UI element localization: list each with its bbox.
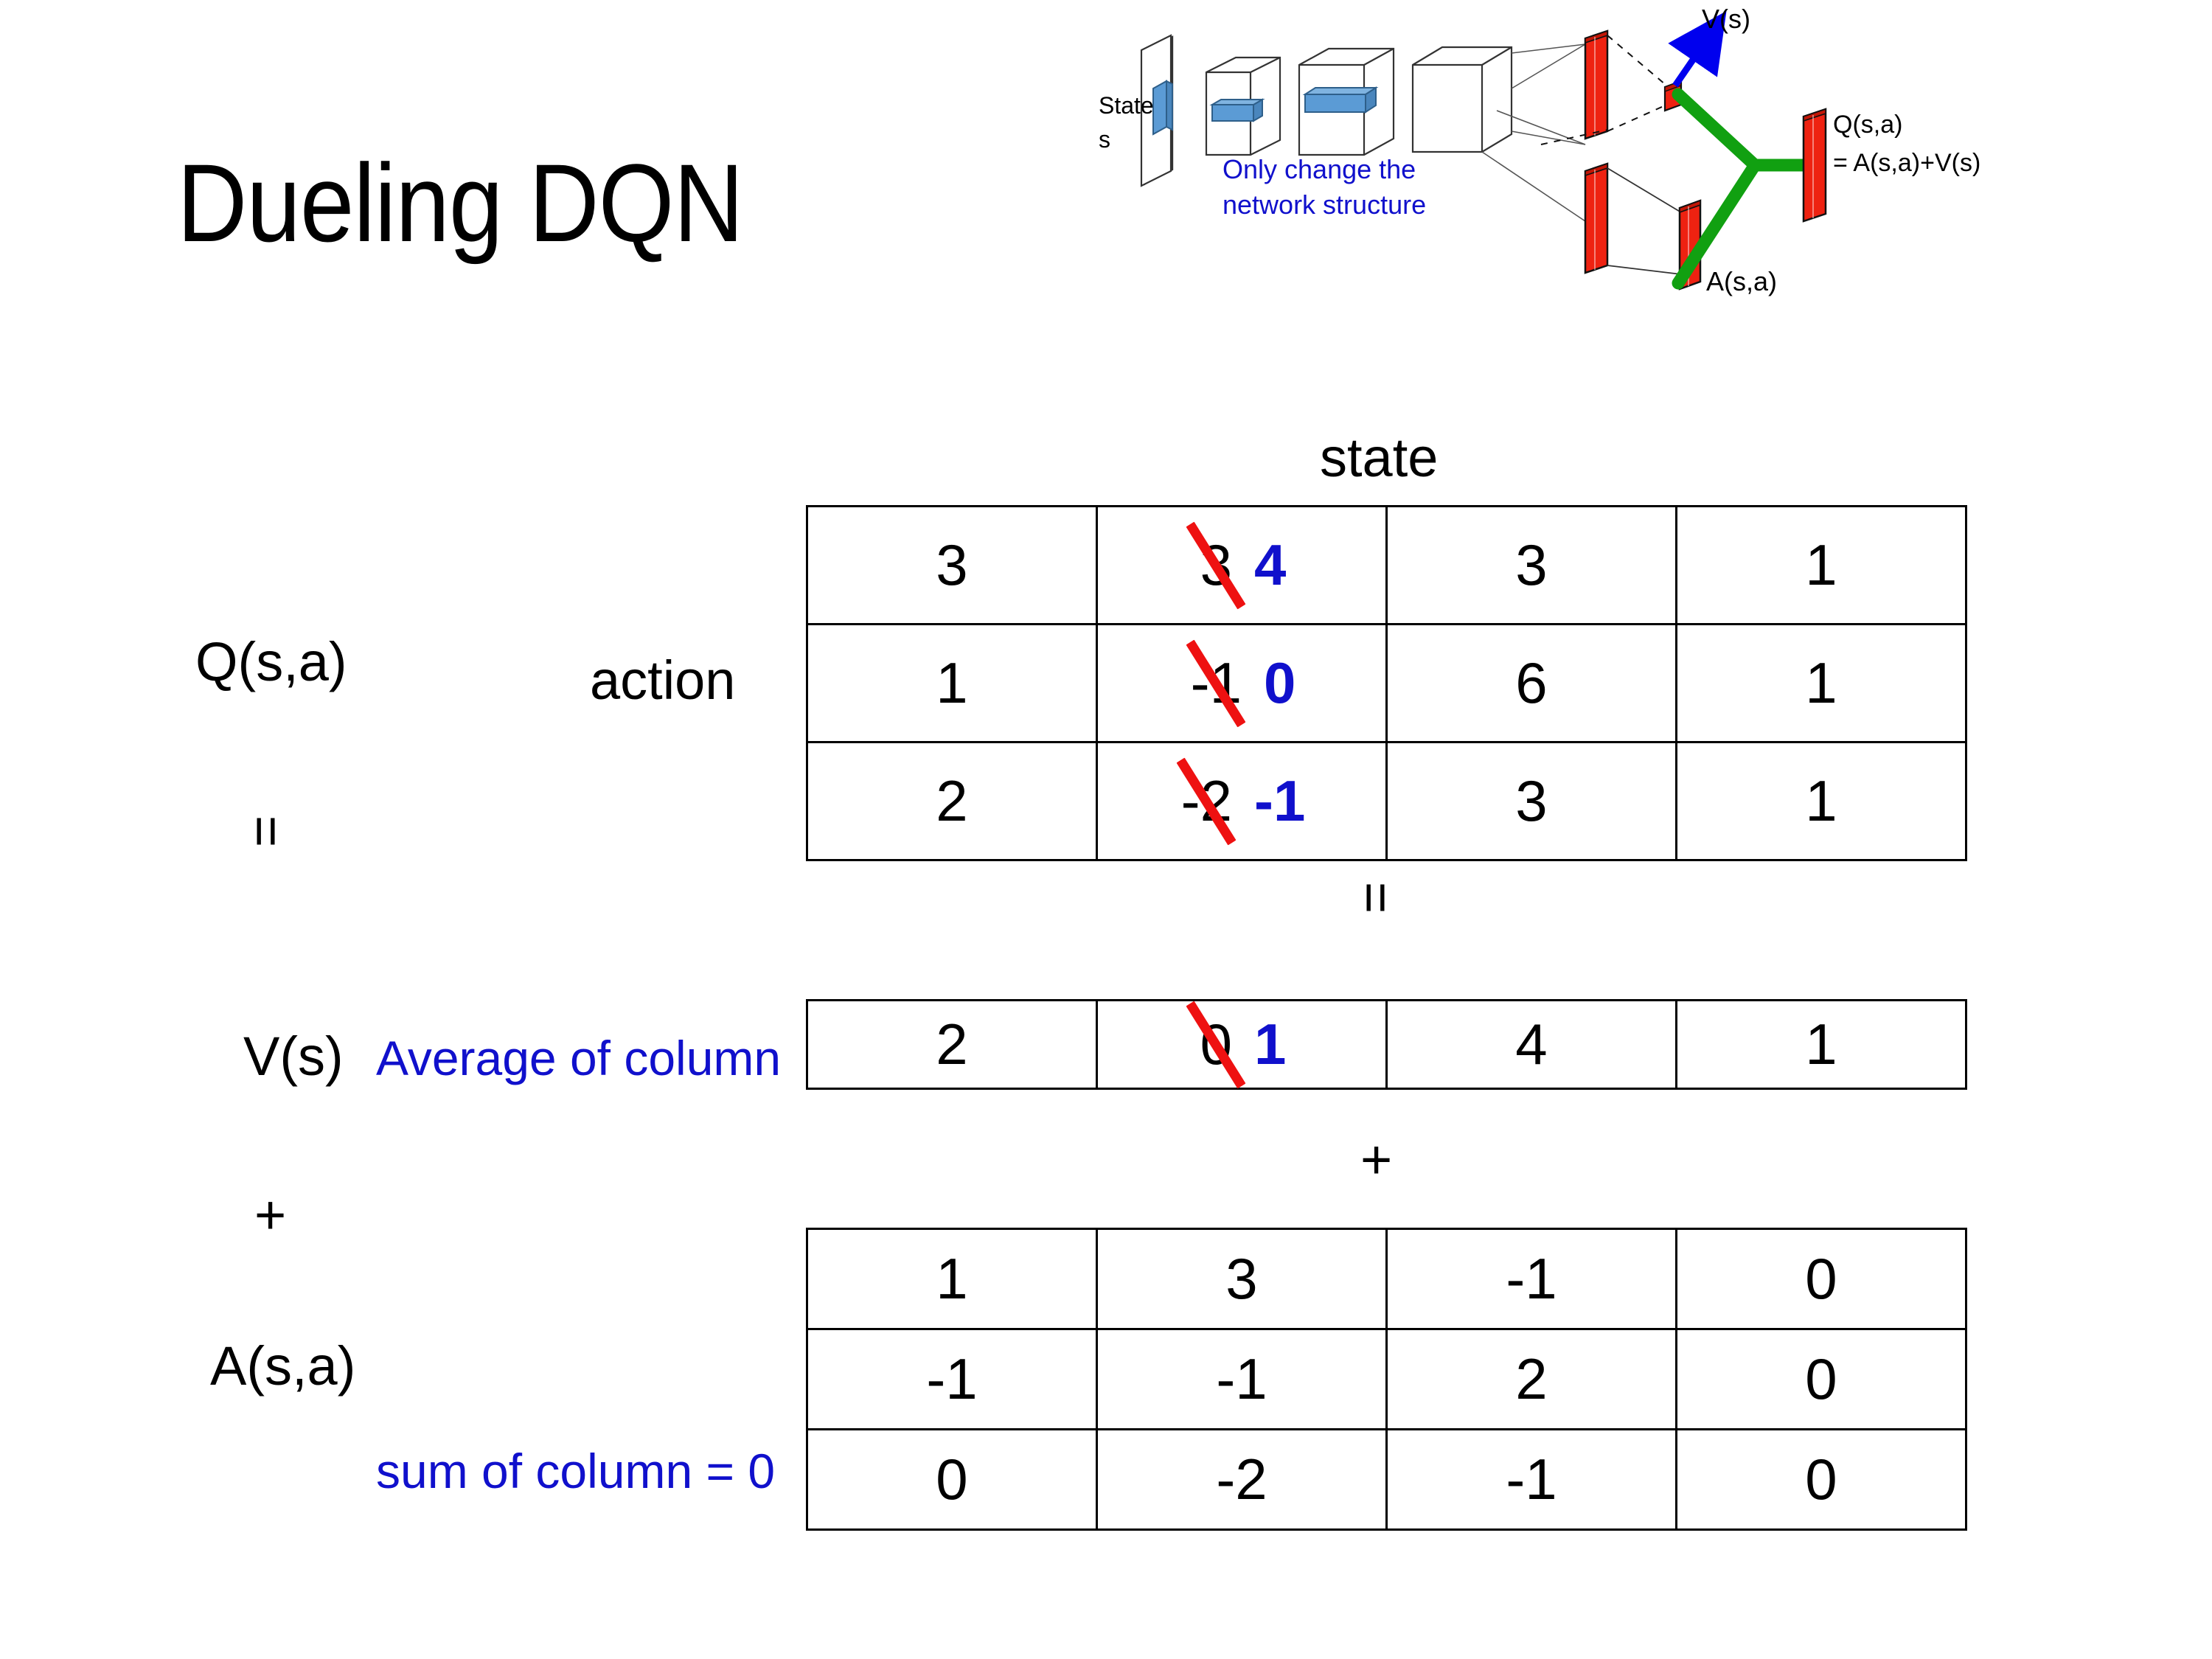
action-axis-label: action bbox=[590, 650, 736, 711]
cell-value: 4 bbox=[1515, 1012, 1548, 1077]
table-cell: -1 bbox=[806, 1328, 1098, 1430]
table-cell: -1 0 bbox=[1096, 623, 1388, 743]
table-cell: 2 bbox=[1385, 1328, 1677, 1430]
table-cell: 01 bbox=[1096, 999, 1388, 1090]
cell-value: 1 bbox=[1805, 532, 1837, 597]
diagram-note-line1: Only change the bbox=[1222, 154, 1416, 184]
table-row: 0 -2 -1 0 bbox=[806, 1428, 1967, 1531]
strikethrough-icon bbox=[1186, 521, 1246, 609]
equals-glyph: = bbox=[236, 815, 298, 848]
state-axis-label: state bbox=[1320, 427, 1439, 488]
replacement-value: 1 bbox=[1254, 1012, 1287, 1077]
q-function-label: Q(s,a) bbox=[195, 631, 347, 692]
table-cell: -1 bbox=[1096, 1328, 1388, 1430]
cell-value: 3 bbox=[1515, 768, 1548, 833]
replacement-value: 0 bbox=[1263, 650, 1296, 715]
cell-value: 2 bbox=[936, 1012, 968, 1077]
table-row: -1 -1 2 0 bbox=[806, 1328, 1967, 1430]
table-cell: 1 bbox=[1675, 623, 1967, 743]
table-row: 1 -1 0 6 1 bbox=[806, 623, 1967, 743]
cell-value: 1 bbox=[1805, 1012, 1837, 1077]
diagram-v-label: V(s) bbox=[1702, 4, 1750, 34]
table-cell: 2 bbox=[806, 741, 1098, 861]
average-of-column-annotation: Average of column bbox=[376, 1031, 782, 1085]
plus-sign-between-tables: + bbox=[1360, 1129, 1393, 1190]
table-cell: 1 bbox=[806, 1228, 1098, 1330]
equals-glyph: = bbox=[1346, 881, 1408, 914]
diagram-state-label-line2: s bbox=[1099, 126, 1110, 153]
cell-value: 2 bbox=[1515, 1346, 1548, 1411]
cell-value: 3 bbox=[936, 532, 968, 597]
table-row: 20141 bbox=[806, 999, 1967, 1090]
table-row: 33431 bbox=[806, 505, 1967, 625]
a-function-label: A(s,a) bbox=[210, 1335, 356, 1397]
plus-sign-left: + bbox=[254, 1184, 287, 1245]
table-cell: -2 bbox=[1096, 1428, 1388, 1531]
table-cell: 0 bbox=[1675, 1328, 1967, 1430]
table-cell: 6 bbox=[1385, 623, 1677, 743]
replacement-value: -1 bbox=[1254, 768, 1306, 833]
cell-value: -1 bbox=[926, 1346, 978, 1411]
table-cell: 4 bbox=[1385, 999, 1677, 1090]
struck-value: 0 bbox=[1186, 1001, 1246, 1088]
cell-value: 0 bbox=[936, 1447, 968, 1512]
page-title: Dueling DQN bbox=[177, 141, 744, 265]
cell-value: 3 bbox=[1225, 1246, 1258, 1311]
cell-value: -1 bbox=[1506, 1246, 1557, 1311]
v-function-label: V(s) bbox=[243, 1026, 344, 1087]
cell-value: 1 bbox=[1805, 650, 1837, 715]
table-cell: 3 bbox=[1096, 1228, 1388, 1330]
table-cell: -2 -1 bbox=[1096, 741, 1388, 861]
table-cell: 1 bbox=[806, 623, 1098, 743]
struck-value: -1 bbox=[1186, 639, 1246, 727]
sum-of-column-annotation: sum of column = 0 bbox=[376, 1444, 776, 1498]
cell-value: 3 bbox=[1515, 532, 1548, 597]
table-cell: 1 bbox=[1675, 999, 1967, 1090]
cell-value: 0 bbox=[1805, 1447, 1837, 1512]
diagram-state-label-line1: State bbox=[1099, 92, 1154, 119]
table-cell: 3 bbox=[1385, 505, 1677, 625]
equals-sign-q-decomposition: = bbox=[236, 800, 297, 863]
strikethrough-icon bbox=[1186, 639, 1246, 727]
advantage-value-table: 1 3 -1 0 -1 -1 2 0 0 -2 -1 0 bbox=[806, 1228, 1967, 1531]
v-value-table: 20141 bbox=[806, 999, 1967, 1090]
diagram-q-label-line1: Q(s,a) bbox=[1833, 111, 1902, 139]
table-cell: 1 bbox=[1675, 505, 1967, 625]
table-cell: 3 bbox=[806, 505, 1098, 625]
table-cell: -1 bbox=[1385, 1228, 1677, 1330]
strikethrough-icon bbox=[1176, 757, 1237, 845]
cell-value: -1 bbox=[1506, 1447, 1557, 1512]
cell-value: -2 bbox=[1216, 1447, 1267, 1512]
table-cell: 34 bbox=[1096, 505, 1388, 625]
struck-value: -2 bbox=[1176, 757, 1237, 845]
replacement-value: 4 bbox=[1254, 532, 1287, 597]
table-row: 2 -2 -1 3 1 bbox=[806, 741, 1967, 861]
equals-sign-between-tables: = bbox=[1346, 866, 1407, 929]
diagram-note-line2: network structure bbox=[1222, 189, 1426, 220]
cell-value: 0 bbox=[1805, 1346, 1837, 1411]
table-cell: 0 bbox=[1675, 1228, 1967, 1330]
table-cell: 0 bbox=[806, 1428, 1098, 1531]
cell-value: -1 bbox=[1216, 1346, 1267, 1411]
diagram-a-label: A(s,a) bbox=[1706, 266, 1777, 296]
table-cell: 2 bbox=[806, 999, 1098, 1090]
cell-value: 1 bbox=[1805, 768, 1837, 833]
strikethrough-icon bbox=[1186, 1001, 1246, 1088]
dueling-dqn-network-diagram: State s Only change the network structur… bbox=[1099, 0, 2212, 413]
cell-value: 1 bbox=[936, 650, 968, 715]
cell-value: 2 bbox=[936, 768, 968, 833]
table-row: 1 3 -1 0 bbox=[806, 1228, 1967, 1330]
cell-value: 6 bbox=[1515, 650, 1548, 715]
table-cell: 0 bbox=[1675, 1428, 1967, 1531]
struck-value: 3 bbox=[1186, 521, 1246, 609]
table-cell: -1 bbox=[1385, 1428, 1677, 1531]
cell-value: 1 bbox=[936, 1246, 968, 1311]
diagram-q-label-line2: = A(s,a)+V(s) bbox=[1833, 149, 1980, 177]
table-cell: 1 bbox=[1675, 741, 1967, 861]
cell-value: 0 bbox=[1805, 1246, 1837, 1311]
table-cell: 3 bbox=[1385, 741, 1677, 861]
